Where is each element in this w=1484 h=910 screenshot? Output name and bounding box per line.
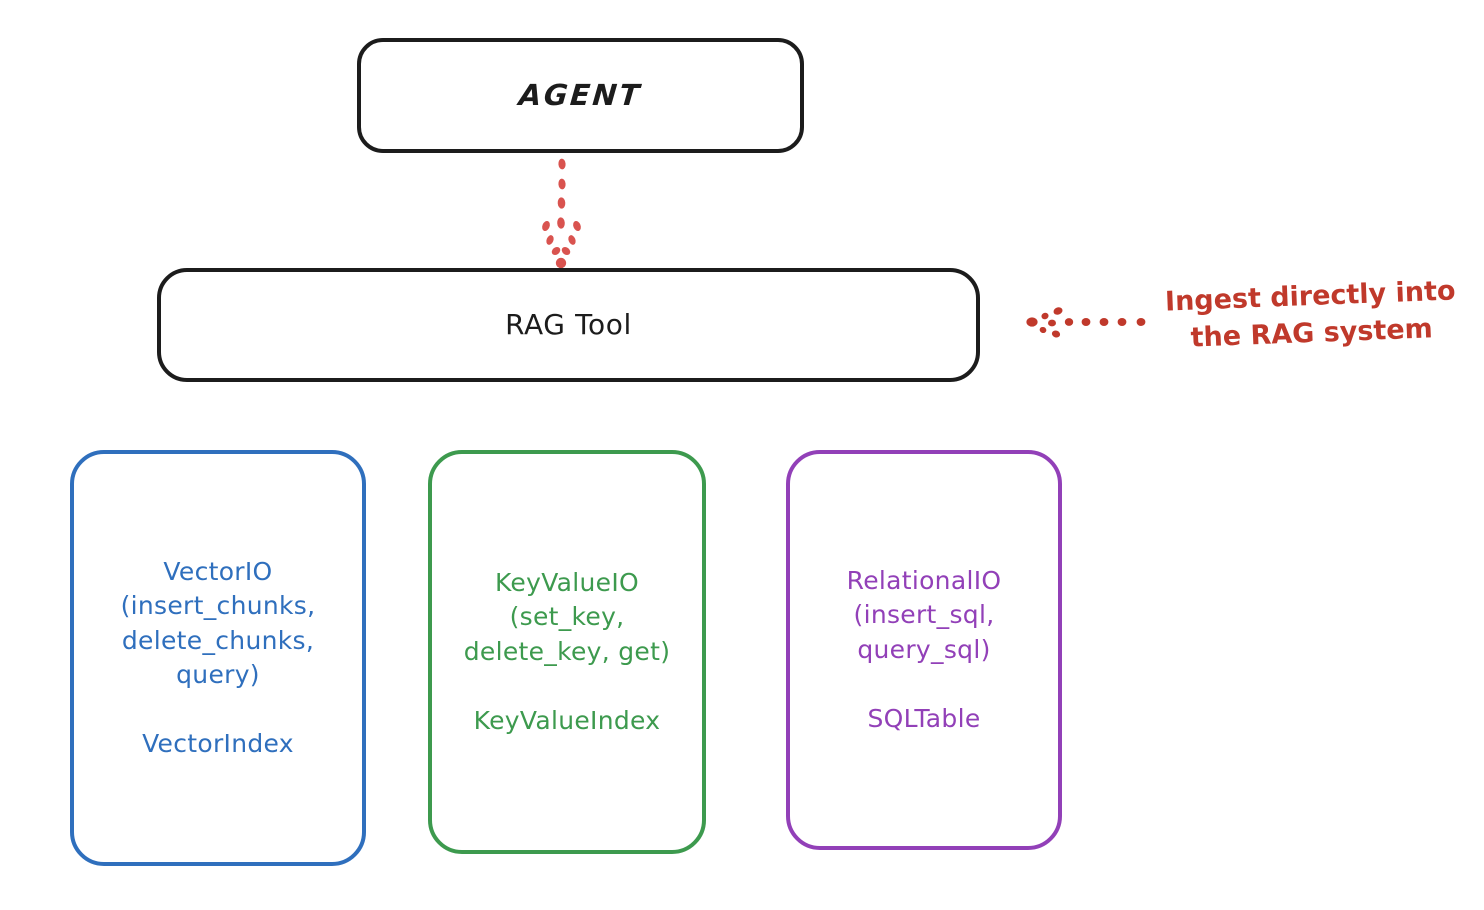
- connector-ingest-to-rag-tool: [1018, 296, 1148, 352]
- dotted-left-arrow-icon: [1026, 307, 1146, 338]
- node-key-value-io-label: KeyValueIO (set_key, delete_key, get) Ke…: [463, 567, 671, 735]
- dotted-down-arrow-icon: [542, 158, 581, 269]
- node-agent[interactable]: AGENT: [357, 38, 804, 153]
- connector-agent-to-rag-tool: [500, 155, 630, 273]
- node-vector-io[interactable]: VectorIO (insert_chunks, delete_chunks, …: [70, 450, 366, 866]
- node-key-value-io[interactable]: KeyValueIO (set_key, delete_key, get) Ke…: [428, 450, 706, 854]
- node-rag-tool[interactable]: RAG Tool: [157, 268, 980, 382]
- node-relational-io[interactable]: RelationalIO (insert_sql, query_sql) SQL…: [786, 450, 1062, 850]
- node-vector-io-label: VectorIO (insert_chunks, delete_chunks, …: [120, 556, 316, 759]
- node-rag-tool-label: RAG Tool: [505, 307, 632, 341]
- node-agent-label: AGENT: [517, 78, 644, 113]
- node-relational-io-label: RelationalIO (insert_sql, query_sql) SQL…: [846, 565, 1002, 733]
- annotation-ingest-directly: Ingest directly into the RAG system: [1164, 275, 1457, 354]
